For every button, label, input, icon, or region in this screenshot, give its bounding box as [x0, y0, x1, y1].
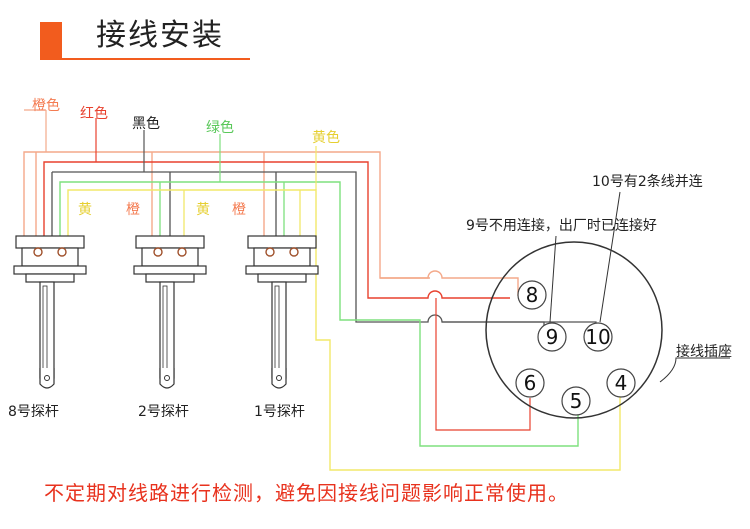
pin-9: 9: [537, 322, 567, 352]
probe-8-label: 8号探杆: [8, 404, 59, 420]
terminal-label-yellow-2: 黄: [196, 201, 210, 218]
probe-2-label: 2号探杆: [138, 404, 189, 420]
pin-9-note: 9号不用连接，出厂时已连接好: [466, 217, 657, 234]
header-accent-bar: [40, 22, 62, 58]
pin-4-number: 4: [615, 371, 628, 395]
connector-label: 接线插座: [676, 343, 732, 360]
red-wire-to-pin6: [435, 298, 531, 431]
pin-10: 10: [583, 322, 613, 352]
pin-10-note: 10号有2条线并连: [592, 173, 703, 190]
terminal-screw-icon: [153, 247, 163, 257]
red-wire-label: 红色: [80, 105, 108, 122]
pin-8: 8: [517, 280, 547, 310]
header-underline: [40, 58, 250, 60]
yellow-wire-label: 黄色: [312, 129, 340, 146]
terminal-screw-icon: [33, 247, 43, 257]
green-wire-label: 绿色: [206, 119, 234, 136]
terminal-label-yellow-1: 黄: [78, 201, 92, 218]
connector-socket: [485, 241, 663, 419]
pin-6: 6: [515, 368, 545, 398]
pin-10-number: 10: [585, 325, 610, 349]
probe-2: [133, 235, 207, 389]
red-wire: [43, 161, 510, 299]
black-wire-label: 黑色: [132, 115, 160, 132]
probe-8: [13, 235, 87, 389]
connector-label-leader: [659, 357, 730, 383]
black-wire: [144, 171, 545, 334]
pin-4: 4: [606, 368, 636, 398]
terminal-screw-icon: [289, 247, 299, 257]
terminal-label-orange-2: 橙: [232, 202, 246, 218]
terminal-screw-icon: [177, 247, 187, 257]
pin-8-number: 8: [526, 283, 539, 307]
probe-1: [245, 235, 319, 389]
probe-1-label: 1号探杆: [254, 404, 305, 420]
pin-6-number: 6: [524, 371, 537, 395]
pin-5: 5: [561, 386, 591, 416]
section-header: 接线安装: [0, 0, 750, 70]
pin-9-note-leader: [549, 235, 557, 323]
orange-wire-to-pin8: [380, 270, 519, 296]
pin-10-note-leader: [599, 191, 621, 323]
terminal-screw-icon: [57, 247, 67, 257]
terminal-screw-icon: [265, 247, 275, 257]
orange-wire-label: 橙色: [32, 97, 60, 114]
terminal-label-orange-1: 橙: [126, 202, 140, 218]
pin-5-number: 5: [570, 389, 583, 413]
green-wire: [59, 181, 579, 447]
black-wire-to-pin10: [442, 321, 597, 334]
yellow-wire: [67, 189, 621, 471]
pin-9-number: 9: [546, 325, 559, 349]
page-title: 接线安装: [96, 18, 224, 53]
warning-text: 不定期对线路进行检测，避免因接线问题影响正常使用。: [44, 481, 569, 505]
